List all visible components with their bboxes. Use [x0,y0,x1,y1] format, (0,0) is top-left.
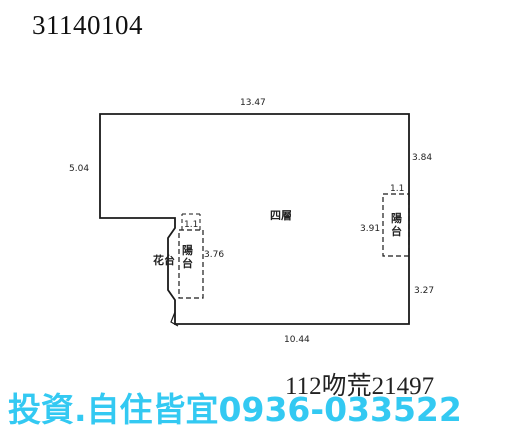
advertisement-overlay: 投資.自住皆宜0936-033522 [8,390,462,429]
dim-balcony-right-depth: 3.91 [360,224,380,234]
dim-bottom: 10.44 [284,335,310,345]
dim-left: 5.04 [69,164,89,174]
dim-top: 13.47 [240,98,266,108]
left-balcony-label: 陽台 [182,243,193,270]
survey-reference: 112吻荒21497 [285,373,435,400]
left-balcony-outline [178,229,204,299]
dim-balcony-left-width: 1.1 [184,220,198,230]
floor-outline [99,113,410,325]
dim-balcony-right-width: 1.1 [390,184,404,194]
dim-right-upper: 3.84 [412,153,432,163]
planter-label: 花台 [153,253,175,267]
right-balcony-outline [382,193,410,257]
dim-right-lower: 3.27 [414,286,434,296]
outline-hook [170,311,179,327]
right-balcony-label-1: 陽台 [391,211,402,238]
document-number: 31140104 [32,10,143,40]
floor-label: 四層 [270,209,292,222]
dim-balcony-left-depth: 3.76 [204,250,224,260]
